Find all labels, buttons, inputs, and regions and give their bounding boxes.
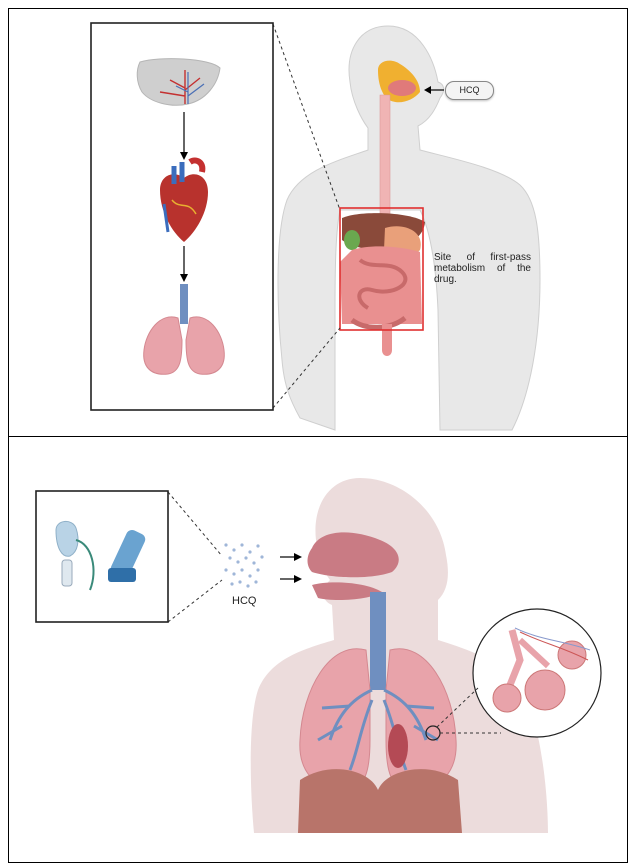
inhalation-arrows [280, 553, 302, 583]
trachea [370, 592, 386, 690]
esophagus [380, 95, 390, 215]
first-pass-site-text: Site of first-pass metabolism of the dru… [434, 252, 531, 285]
hcq-aerosol-label: HCQ [232, 595, 256, 607]
aerosol-particles [224, 543, 263, 587]
zoom-connectors-bottom-left [168, 492, 222, 622]
device-inset-box [36, 491, 168, 622]
alveoli-zoom-circle [473, 609, 601, 737]
digestive-organs [340, 213, 425, 356]
hcq-pill-label: HCQ [445, 81, 494, 100]
